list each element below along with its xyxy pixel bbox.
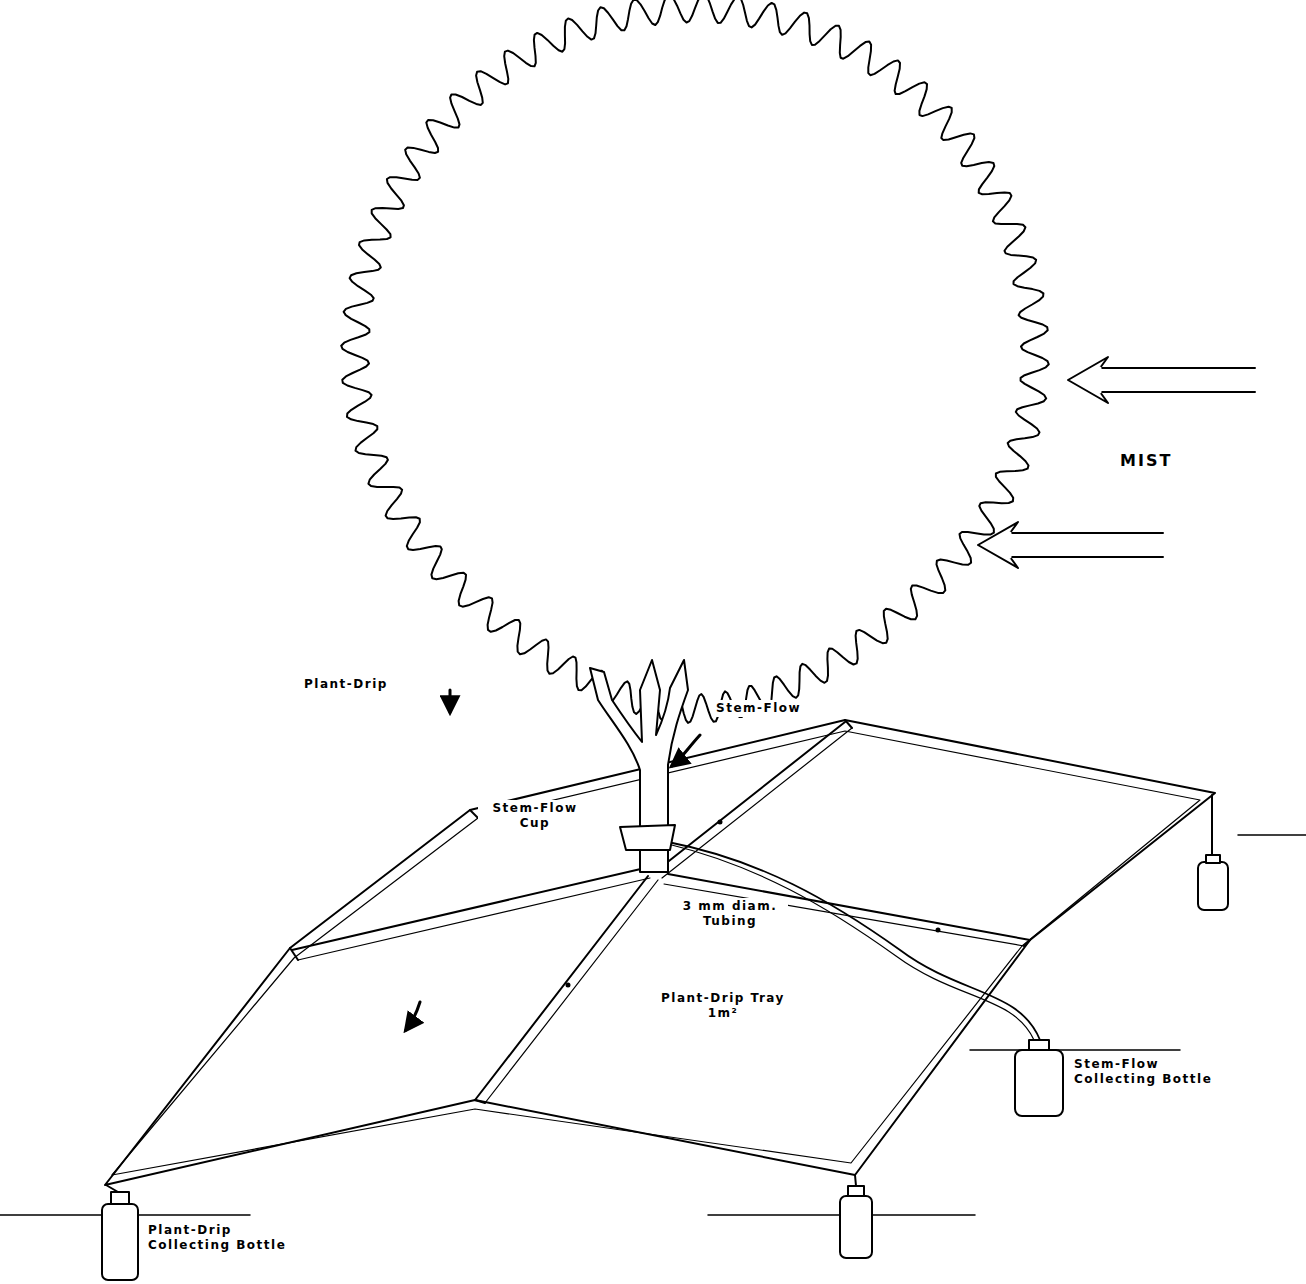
plant-drip-bottle-label: Plant-Drip Collecting Bottle [146,1222,318,1254]
plant-stem [620,825,675,850]
tray-label: Plant-Drip Tray 1m² [646,990,800,1022]
tubing-label: 3 mm diam. Tubing [672,898,788,930]
flow-arrows [406,690,700,1030]
drip-tray [485,880,658,1103]
mist-arrows [1099,368,1102,392]
collecting-bottles [1211,795,1213,862]
collecting-bottles [1206,855,1220,863]
drip-tray [664,884,1024,946]
drip-tray [845,720,852,728]
plant-canopy [341,0,1049,723]
drip-tray [475,876,648,1100]
drip-tray [567,984,570,987]
drip-tray [668,874,1030,940]
drip-tray [655,722,845,872]
ground-lines [1238,834,1306,836]
mist-arrows [978,357,1255,568]
collecting-bottles [1029,1040,1049,1050]
drip-tray [937,929,940,932]
plant-drip-label: Plant-Drip [302,676,390,693]
collecting-bottles [840,1196,872,1258]
collecting-bottles [848,1186,864,1196]
collecting-bottles [111,1192,129,1204]
mist-label: MIST [1118,452,1174,469]
drip-tray [298,878,650,960]
mist-arrows [1009,533,1012,557]
drip-tray [470,810,478,818]
collecting-bottles [1198,862,1228,910]
drip-tray [292,868,645,950]
drip-tray [719,821,722,824]
collecting-bottles [1015,1050,1063,1116]
mist-arrows [978,522,1163,568]
ground-lines [970,1049,1180,1051]
mist-arrows [1068,357,1255,403]
collecting-bottles [855,1175,856,1186]
stem-flow-cup-label: Stem-Flow Cup [478,800,592,832]
stem-flow-label: Stem-Flow [714,700,803,717]
stem-flow-bottle-label: Stem-Flow Collecting Bottle [1072,1056,1244,1088]
collecting-bottles [102,1204,138,1280]
drip-tray [1024,940,1030,946]
ground-lines [0,835,1306,1215]
collecting-bottles [106,1185,118,1192]
drip-tray [290,948,298,960]
drip-tray [475,1100,485,1103]
drip-tray [662,728,852,878]
flow-arrows [406,1002,420,1030]
flow-arrows [672,735,700,766]
flow-arrows [449,690,452,712]
